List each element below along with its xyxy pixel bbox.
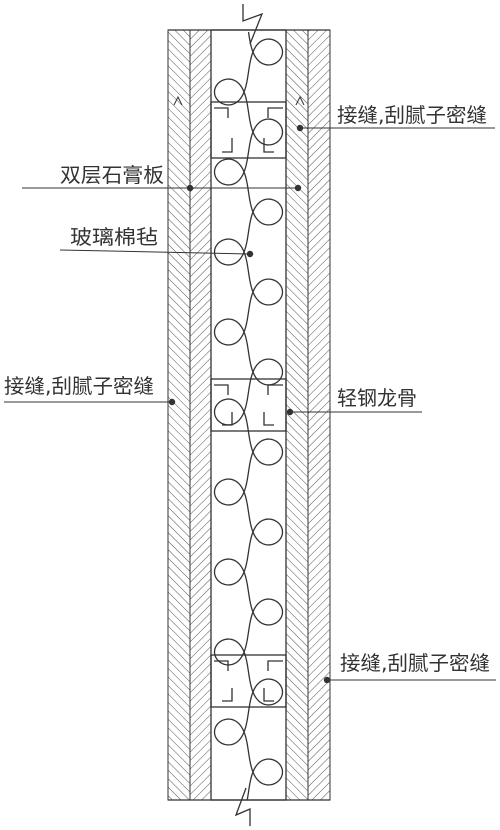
gypsum-board-left-inner (189, 29, 212, 801)
label-glass-wool-felt: 玻璃棉毡 (70, 225, 158, 249)
joint-mark (295, 95, 305, 106)
gypsum-board-right-outer (307, 29, 331, 801)
label-double-gypsum-board: 双层石膏板 (60, 163, 164, 187)
leader-dot (168, 398, 176, 406)
leader-dot (286, 408, 294, 416)
leader-dot (294, 184, 302, 192)
gypsum-board-left-outer (167, 29, 191, 801)
leader-line-glass-wool-felt (59, 249, 251, 255)
light-steel-stud (210, 654, 287, 708)
leader-dot (323, 676, 331, 684)
leader-dot (186, 184, 194, 192)
label-joint-top-right: 接缝,刮腻子密缝 (337, 103, 487, 127)
joint-mark (173, 95, 183, 106)
break-line-top (242, 4, 264, 45)
light-steel-stud (210, 378, 287, 432)
break-line-bottom (234, 787, 251, 826)
label-joint-left: 接缝,刮腻子密缝 (4, 374, 154, 398)
leader-dot (296, 124, 304, 132)
label-joint-bottom-right: 接缝,刮腻子密缝 (340, 651, 490, 675)
label-light-steel-stud: 轻钢龙骨 (337, 386, 417, 410)
wall-cavity (210, 29, 287, 801)
leader-dot (246, 250, 254, 258)
light-steel-stud (210, 101, 287, 159)
glass-wool-insulation (213, 31, 284, 800)
